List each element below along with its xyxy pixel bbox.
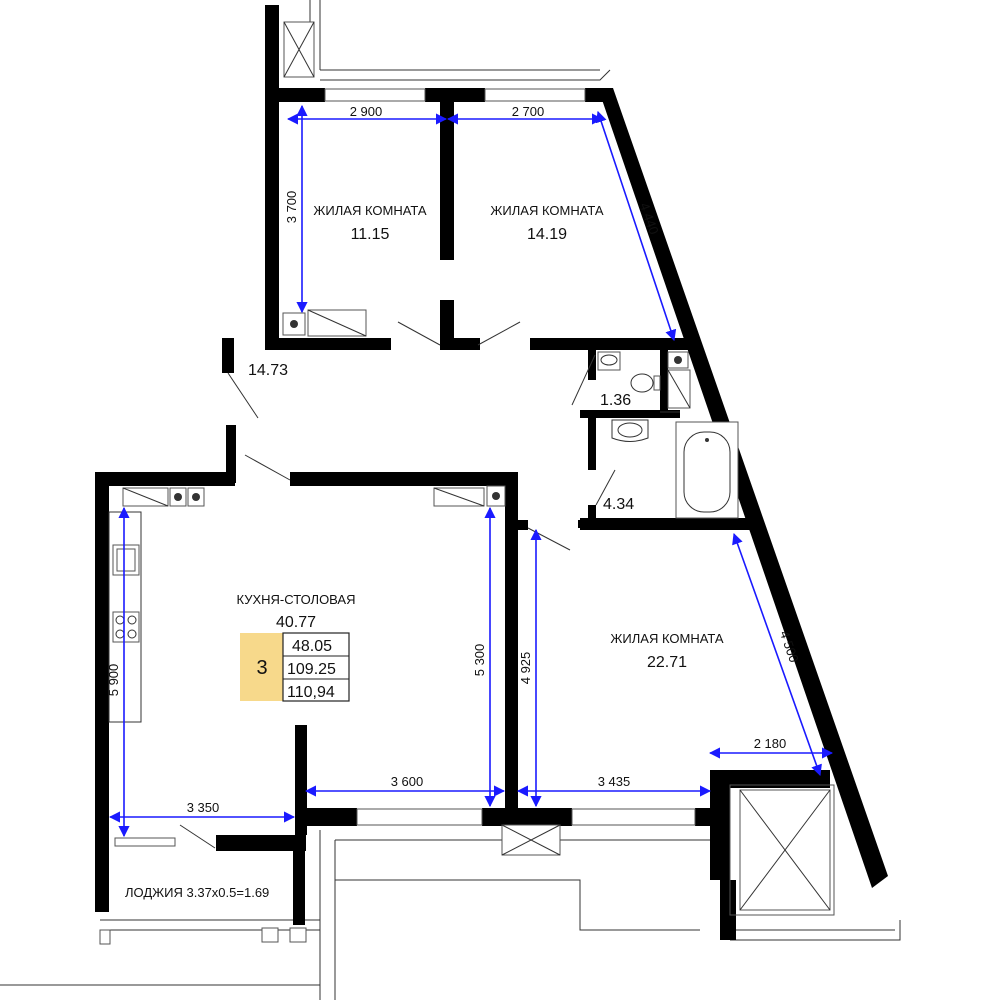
dim-4925: 4 925 — [518, 652, 533, 685]
sanitary-fixtures — [108, 351, 739, 723]
kitchen-label: КУХНЯ-СТОЛОВАЯ — [237, 592, 356, 607]
rooms-count-box — [240, 633, 283, 701]
loggia-outline — [0, 0, 901, 1000]
windows — [114, 88, 696, 847]
ventilation-shafts — [99, 21, 835, 945]
dim-3350: 3 350 — [187, 800, 220, 815]
dimension-lines — [108, 104, 834, 838]
dim-3435: 3 435 — [598, 774, 631, 789]
hall-area: 14.73 — [248, 362, 288, 379]
bedroom2-label: ЖИЛАЯ КОМНАТА — [490, 203, 603, 218]
dim-5300: 5 300 — [472, 644, 487, 677]
dim-5900: 5 900 — [106, 664, 121, 697]
bedroom3-area: 22.71 — [647, 654, 687, 671]
door-swings — [179, 321, 680, 849]
loggia-label: ЛОДЖИЯ 3.37x0.5=1.69 — [125, 885, 269, 900]
room-labels: ЖИЛАЯ КОМНАТА 11.15 ЖИЛАЯ КОМНАТА 14.19 … — [125, 203, 724, 900]
bedroom1-area: 11.15 — [351, 226, 390, 243]
living-area: 48.05 — [292, 638, 332, 655]
bedroom2-area: 14.19 — [527, 226, 567, 243]
apartment-summary-badge: 3 48.05 109.25 110,94 — [240, 632, 350, 702]
rooms-count: 3 — [256, 657, 267, 679]
dim-4440: 4 440 — [637, 201, 662, 237]
dim-3700: 3 700 — [284, 191, 299, 224]
total-area-with-loggia: 110,94 — [287, 684, 335, 701]
bedroom1-label: ЖИЛАЯ КОМНАТА — [313, 203, 426, 218]
dim-2700: 2 700 — [512, 104, 545, 119]
total-area: 109.25 — [287, 661, 336, 678]
dim-3600: 3 600 — [391, 774, 424, 789]
wc-area: 1.36 — [600, 392, 631, 409]
bathroom-area: 4.34 — [603, 496, 634, 513]
dim-2180: 2 180 — [754, 736, 787, 751]
bedroom3-label: ЖИЛАЯ КОМНАТА — [610, 631, 723, 646]
dim-2900: 2 900 — [350, 104, 383, 119]
kitchen-area: 40.77 — [276, 614, 316, 631]
